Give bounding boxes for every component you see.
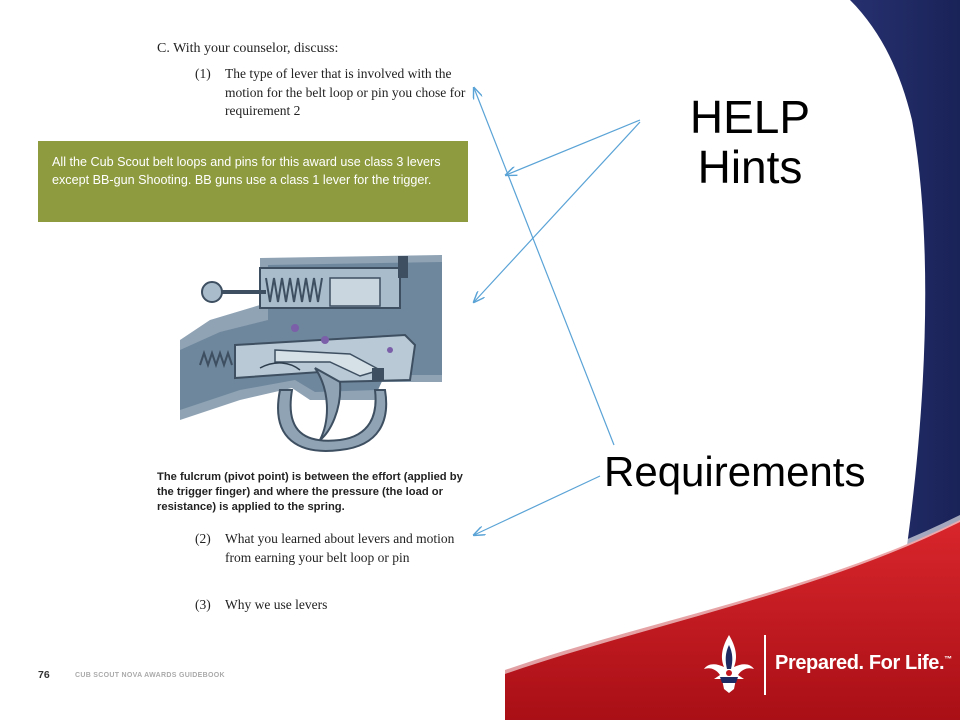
bb-gun-trigger-diagram <box>180 250 442 460</box>
red-band <box>505 520 960 720</box>
white-swoosh <box>505 515 960 674</box>
page-number: 76 <box>38 669 50 681</box>
help-label-line1: HELP <box>689 91 811 143</box>
requirement-text: Why we use levers <box>225 597 328 612</box>
footer-title: CUB SCOUT NOVA AWARDS GUIDEBOOK <box>75 672 225 679</box>
requirements-label: Requirements <box>604 448 866 495</box>
requirement-text: What you learned about levers and motion… <box>225 531 455 565</box>
help-hints-label: HELP Hints <box>660 92 840 192</box>
requirement-number: (2) <box>195 531 211 546</box>
requirement-number: (1) <box>195 66 211 81</box>
brand-slogan: Prepared. For Life.™ <box>775 652 952 675</box>
navy-band <box>850 0 960 560</box>
trademark-symbol: ™ <box>944 654 952 664</box>
requirement-number: (3) <box>195 597 211 612</box>
bsa-fleur-de-lis-icon <box>704 635 754 693</box>
help-label-line2: Hints <box>697 141 803 193</box>
logo-divider <box>764 635 766 695</box>
diagram-caption: The fulcrum (pivot point) is between the… <box>157 471 463 513</box>
slogan-text: Prepared. For Life. <box>775 652 945 674</box>
section-heading: C. With your counselor, discuss: <box>157 41 339 56</box>
requirement-text: The type of lever that is involved with … <box>225 66 466 118</box>
hint-box: All the Cub Scout belt loops and pins fo… <box>38 141 468 222</box>
